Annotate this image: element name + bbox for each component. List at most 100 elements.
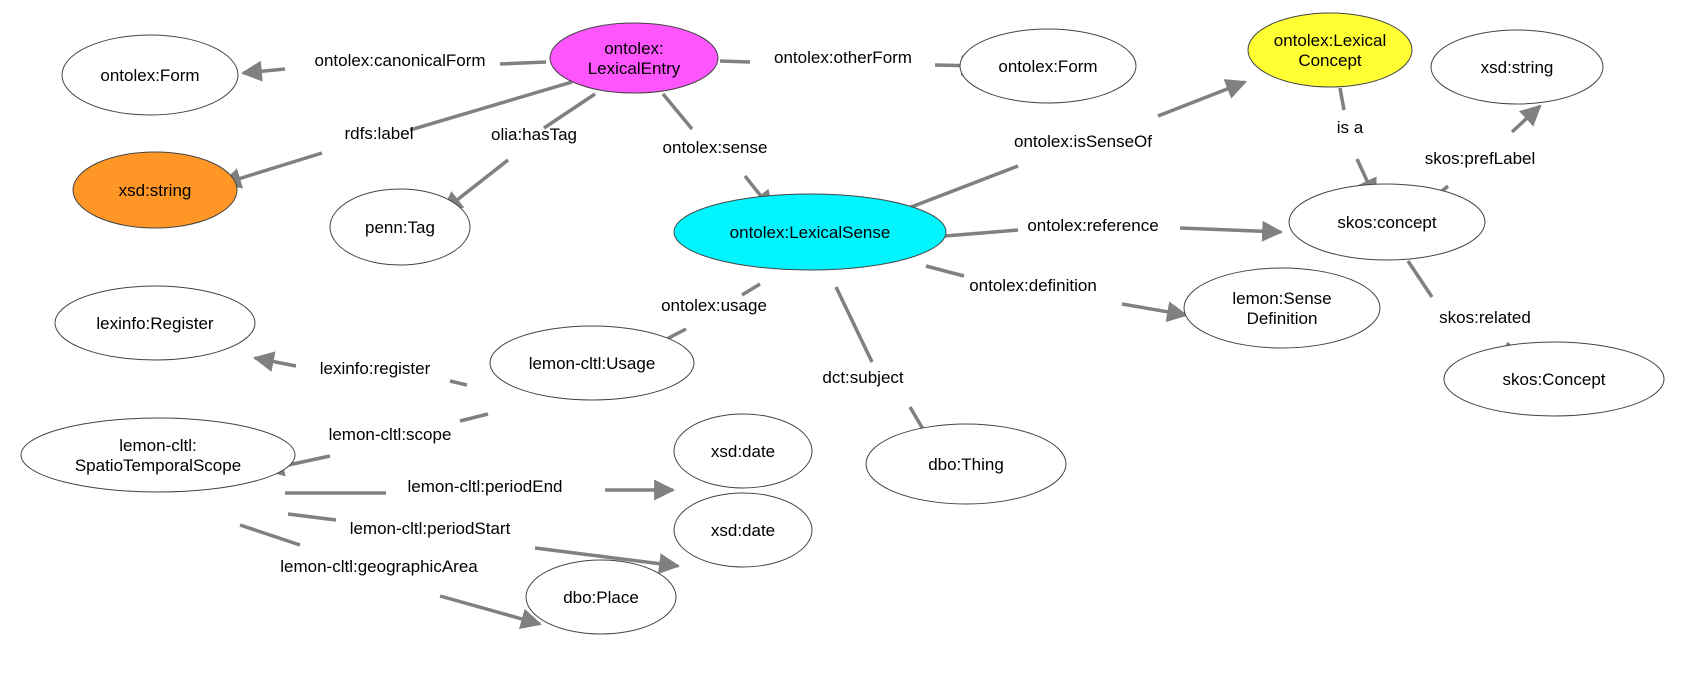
edge-label: lemon-cltl:scope	[329, 425, 452, 444]
node-dbo-thing[interactable]: dbo:Thing	[865, 423, 1067, 505]
node-skos-concept-lower[interactable]: skos:concept	[1288, 183, 1486, 261]
edges-layer: ontolex:canonicalForm ontolex:otherForm rd…	[219, 48, 1542, 630]
edge-scope: lemon-cltl:scope	[262, 412, 489, 477]
node-ellipse[interactable]	[72, 151, 238, 229]
edge-is-a: is a	[1337, 87, 1377, 200]
edge-label: ontolex:definition	[969, 276, 1097, 295]
node-ellipse[interactable]	[673, 193, 947, 271]
node-label: ontolex:LexicalSense	[730, 223, 891, 242]
node-label: ontolex:	[604, 39, 664, 58]
edge-arrow	[1121, 301, 1189, 323]
edge-register: lexinfo:register	[252, 351, 468, 387]
node-spatiotemporal-scope[interactable]: lemon-cltl:SpatioTemporalScope	[20, 417, 296, 493]
node-ellipse[interactable]	[1288, 183, 1486, 261]
edge-label: ontolex:otherForm	[774, 48, 912, 67]
node-lexinfo-register[interactable]: lexinfo:Register	[54, 285, 256, 361]
node-label: LexicalEntry	[588, 59, 681, 78]
node-xsd-date-end[interactable]: xsd:date	[673, 413, 813, 489]
edge-reference: ontolex:reference	[944, 216, 1284, 242]
node-usage[interactable]: lemon-cltl:Usage	[489, 325, 695, 401]
node-penn-tag[interactable]: penn:Tag	[329, 188, 471, 266]
edge-arrow	[534, 546, 681, 575]
edge-label: ontolex:isSenseOf	[1014, 132, 1152, 151]
edge-geographic-area: lemon-cltl:geographicArea	[239, 523, 543, 630]
node-label: lemon-cltl:Usage	[529, 354, 656, 373]
node-label: ontolex:Form	[100, 66, 199, 85]
node-xsd-string-pref[interactable]: xsd:string	[1430, 29, 1604, 105]
edge-line	[719, 59, 751, 64]
node-ellipse[interactable]	[673, 492, 813, 568]
node-label: skos:Concept	[1503, 370, 1606, 389]
edge-line	[409, 80, 573, 132]
edge-label: ontolex:usage	[661, 296, 767, 315]
edge-is-sense-of: ontolex:isSenseOf	[884, 79, 1247, 219]
edge-arrow	[1179, 220, 1284, 242]
node-label: ontolex:Form	[998, 57, 1097, 76]
edge-pref-label: skos:prefLabel	[1425, 104, 1542, 205]
node-ellipse[interactable]	[525, 559, 677, 635]
node-ellipse[interactable]	[489, 325, 695, 401]
edge-line	[925, 264, 965, 278]
edge-rdfs-label: rdfs:label	[219, 80, 573, 189]
node-xsd-string-label[interactable]: xsd:string	[72, 151, 238, 229]
node-label: dbo:Place	[563, 588, 639, 607]
edge-has-tag: olia:hasTag	[441, 92, 596, 213]
node-ellipse[interactable]	[1247, 12, 1413, 88]
node-ellipse[interactable]	[1183, 267, 1381, 349]
edge-line	[543, 92, 596, 130]
node-label: xsd:string	[119, 181, 192, 200]
edge-arrow	[439, 594, 543, 630]
edge-label: skos:prefLabel	[1425, 149, 1536, 168]
node-ellipse[interactable]	[329, 188, 471, 266]
edge-label: lemon-cltl:periodStart	[350, 519, 511, 538]
node-form-canonical[interactable]: ontolex:Form	[61, 34, 239, 116]
node-lexical-entry[interactable]: ontolex:LexicalEntry	[549, 22, 719, 94]
node-ellipse[interactable]	[20, 417, 296, 493]
node-label: lexinfo:Register	[96, 314, 214, 333]
edge-line	[499, 60, 547, 66]
edge-line	[834, 286, 874, 363]
edge-line	[1406, 260, 1434, 298]
node-ellipse[interactable]	[549, 22, 719, 94]
edge-period-start: lemon-cltl:periodStart	[287, 512, 681, 575]
node-label: xsd:date	[711, 442, 775, 461]
node-label: xsd:date	[711, 521, 775, 540]
edge-arrow	[252, 351, 297, 372]
edge-line	[741, 282, 761, 297]
node-ellipse[interactable]	[54, 285, 256, 361]
edge-label: dct:subject	[822, 368, 904, 387]
edge-line	[1338, 87, 1346, 111]
edge-label: is a	[1337, 118, 1364, 137]
edge-label: ontolex:canonicalForm	[314, 51, 485, 70]
edge-label: rdfs:label	[345, 124, 414, 143]
node-label: Concept	[1298, 51, 1362, 70]
node-lexical-sense[interactable]: ontolex:LexicalSense	[673, 193, 947, 271]
node-form-other[interactable]: ontolex:Form	[959, 28, 1137, 104]
edge-line	[661, 92, 694, 131]
node-ellipse[interactable]	[865, 423, 1067, 505]
node-ellipse[interactable]	[61, 34, 239, 116]
edge-definition: ontolex:definition	[925, 264, 1189, 323]
node-label: ontolex:Lexical	[1274, 31, 1386, 50]
node-ellipse[interactable]	[1443, 341, 1665, 417]
edge-label: lemon-cltl:periodEnd	[408, 477, 563, 496]
node-label: skos:concept	[1337, 213, 1436, 232]
edge-line	[449, 379, 468, 387]
node-ellipse[interactable]	[959, 28, 1137, 104]
edge-line	[459, 412, 489, 423]
edge-label: olia:hasTag	[491, 125, 577, 144]
node-ellipse[interactable]	[1430, 29, 1604, 105]
node-label: Definition	[1247, 309, 1318, 328]
edge-arrow	[219, 151, 323, 189]
node-dbo-place[interactable]: dbo:Place	[525, 559, 677, 635]
node-skos-concept-related[interactable]: skos:Concept	[1443, 341, 1665, 417]
edge-label: lexinfo:register	[320, 359, 431, 378]
node-xsd-date-start[interactable]: xsd:date	[673, 492, 813, 568]
edge-other-form: ontolex:otherForm	[719, 48, 983, 77]
edge-arrow	[240, 60, 286, 82]
node-ellipse[interactable]	[673, 413, 813, 489]
